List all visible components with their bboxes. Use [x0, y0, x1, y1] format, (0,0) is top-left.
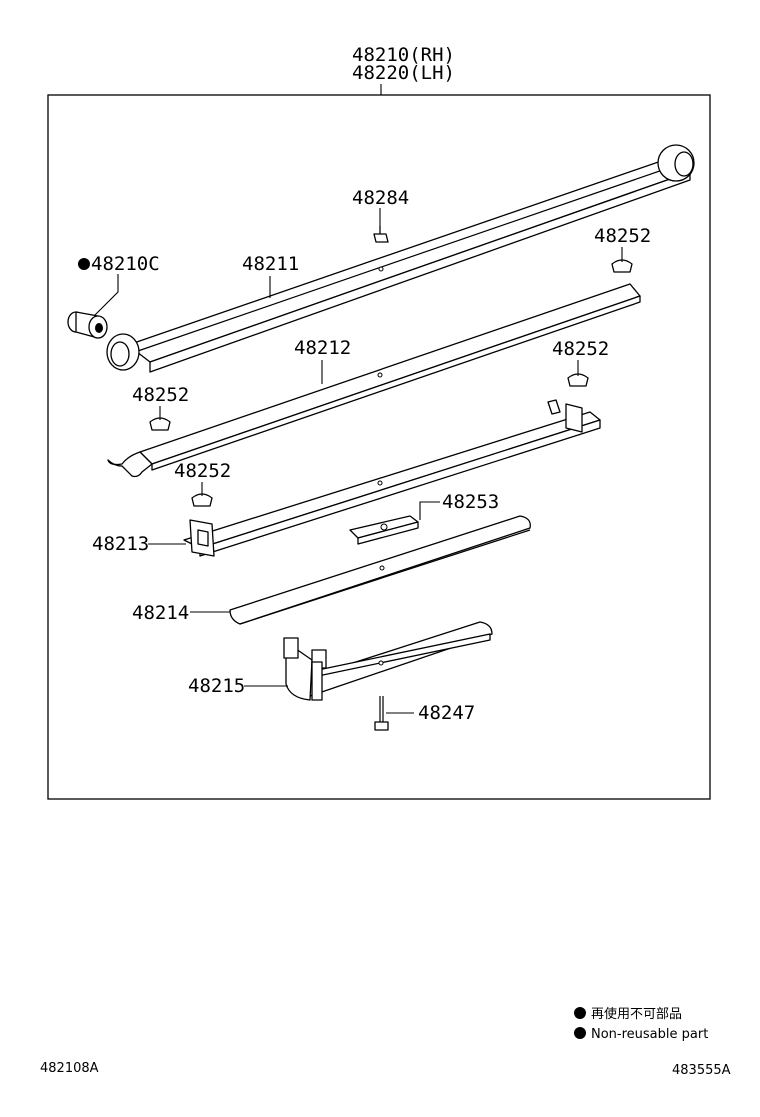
label-48284[interactable]: 48284: [352, 187, 409, 209]
label-48215[interactable]: 48215: [188, 675, 245, 697]
label-48213[interactable]: 48213: [92, 533, 149, 555]
leaf-48213[interactable]: [183, 399, 601, 557]
footer-right-code: 483555A: [672, 1063, 731, 1078]
pad-48252-right[interactable]: [567, 373, 589, 387]
legend-jp: 再使用不可部品: [591, 1006, 682, 1022]
legend-dot-jp: [574, 1007, 586, 1019]
diagram-frame: [47, 94, 711, 800]
leaf-48211[interactable]: [106, 144, 695, 373]
non-reusable-marker: [78, 258, 90, 270]
leaf-48214[interactable]: [229, 515, 531, 625]
label-48252-mid[interactable]: 48252: [174, 460, 231, 482]
label-48252-top[interactable]: 48252: [594, 225, 651, 247]
label-48211[interactable]: 48211: [242, 253, 299, 275]
spacer-48253[interactable]: [349, 515, 419, 545]
assembly-label-lh[interactable]: 48220(LH): [352, 62, 455, 84]
label-48253[interactable]: 48253: [442, 491, 499, 513]
pad-48252-top[interactable]: [611, 259, 633, 273]
label-48252-left[interactable]: 48252: [132, 384, 189, 406]
footer-left-code: 482108A: [40, 1061, 99, 1076]
bolt-48247[interactable]: [374, 696, 389, 731]
assembly-label-rh[interactable]: 48210(RH): [352, 44, 455, 66]
pad-48252-left[interactable]: [149, 417, 171, 431]
label-48214[interactable]: 48214: [132, 602, 189, 624]
leaf-48212[interactable]: [107, 283, 641, 478]
bushing-48210c[interactable]: [67, 311, 108, 339]
legend-dot-en: [574, 1027, 586, 1039]
pad-48252-mid[interactable]: [191, 493, 213, 507]
label-48247[interactable]: 48247: [418, 702, 475, 724]
legend-en: Non-reusable part: [591, 1027, 708, 1042]
label-48210c[interactable]: 48210C: [91, 253, 160, 275]
nut-48284[interactable]: [373, 226, 389, 243]
leaf-48215[interactable]: [283, 621, 493, 701]
label-48212[interactable]: 48212: [294, 337, 351, 359]
label-48252-right[interactable]: 48252: [552, 338, 609, 360]
